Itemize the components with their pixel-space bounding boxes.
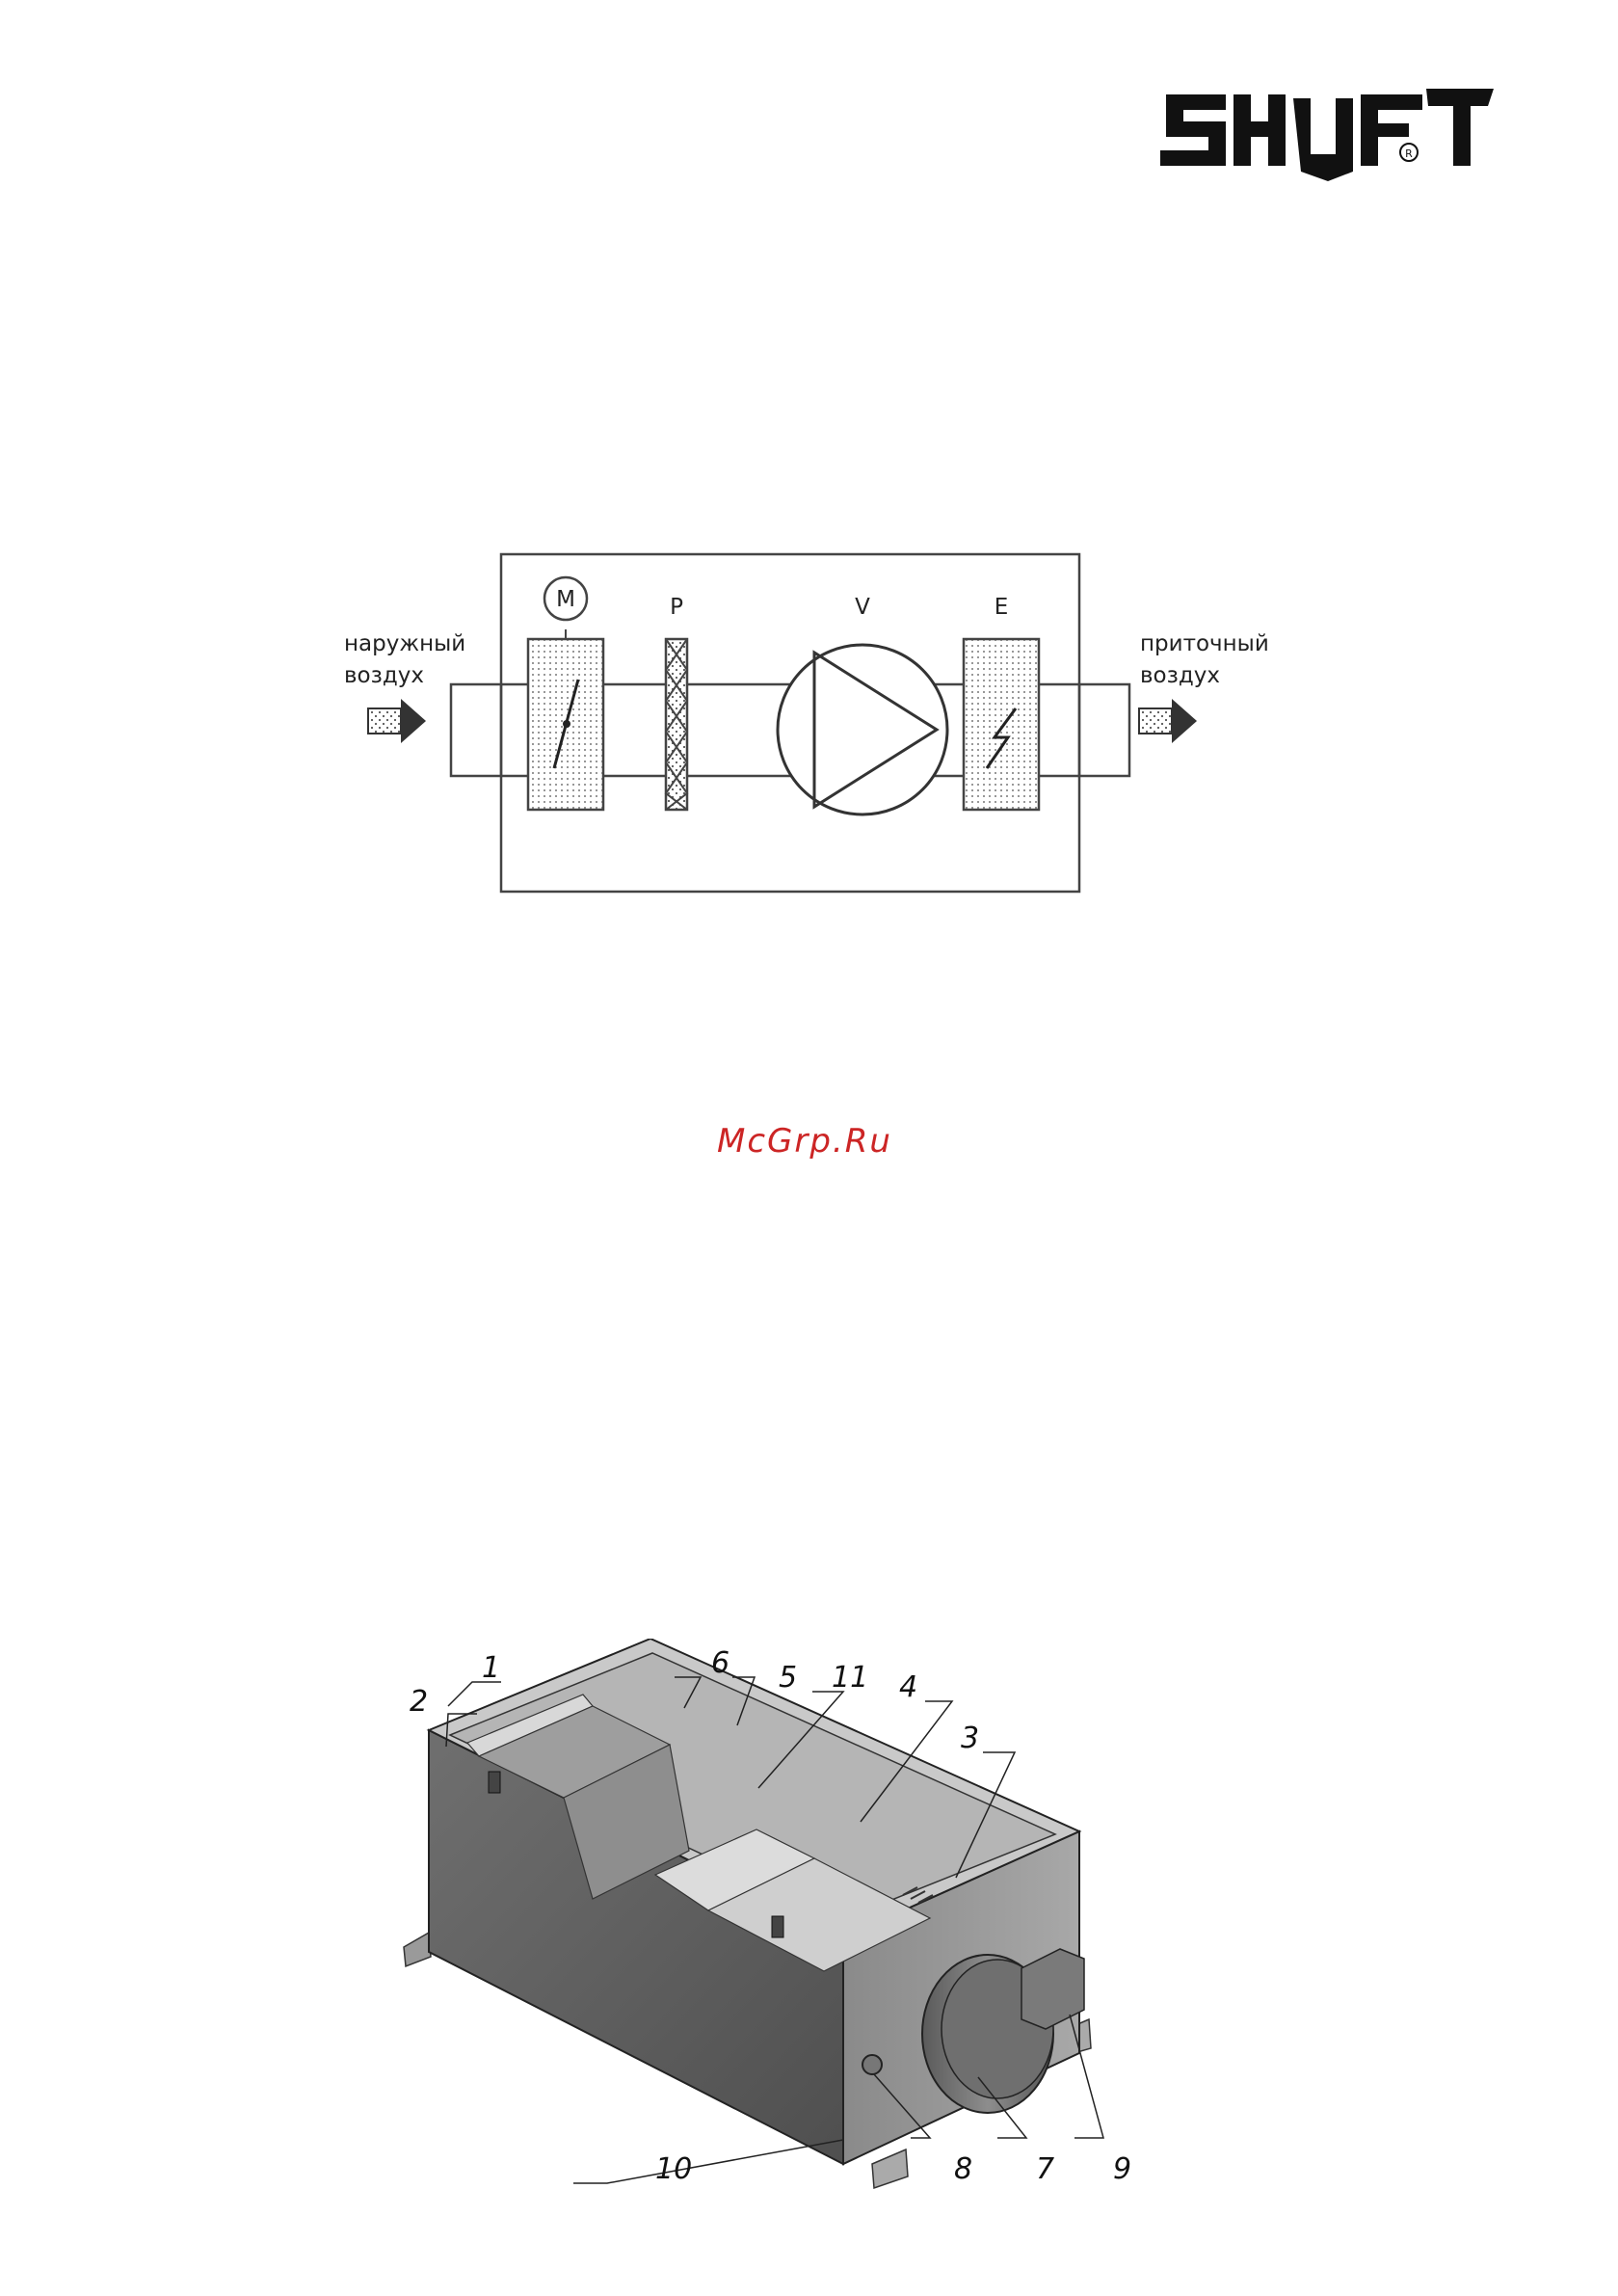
svg-text:R: R bbox=[1405, 147, 1413, 160]
shuft-logo: R bbox=[1156, 77, 1503, 183]
ventilation-schematic: M P V E bbox=[328, 545, 1291, 930]
callout-6: 6 bbox=[711, 1646, 729, 1680]
inlet-arrow-icon bbox=[368, 699, 426, 743]
callout-8: 8 bbox=[954, 2152, 972, 2186]
inlet-duct bbox=[451, 684, 501, 776]
callout-5: 5 bbox=[779, 1661, 797, 1695]
filter-label: P bbox=[670, 595, 683, 620]
fan-icon bbox=[778, 645, 947, 814]
outlet-duct bbox=[1079, 684, 1129, 776]
unit-isometric-drawing: 1 2 3 4 5 6 7 8 9 10 11 bbox=[390, 1639, 1180, 2198]
fan-label: V bbox=[855, 595, 870, 620]
callout-11: 11 bbox=[832, 1661, 868, 1695]
inlet-label-line1: наружный bbox=[344, 628, 465, 660]
unit-cable-gland bbox=[862, 2055, 882, 2074]
callout-9: 9 bbox=[1113, 2152, 1131, 2186]
callout-4: 4 bbox=[899, 1670, 917, 1704]
callout-2: 2 bbox=[410, 1685, 428, 1719]
outlet-arrow-icon bbox=[1139, 699, 1197, 743]
callout-1: 1 bbox=[482, 1651, 500, 1685]
callout-10: 10 bbox=[655, 2152, 692, 2186]
heater-label: E bbox=[995, 595, 1009, 620]
inlet-label-line2: воздух bbox=[344, 660, 465, 692]
motor-label: M bbox=[556, 587, 575, 612]
inlet-label: наружный воздух bbox=[344, 628, 465, 692]
callout-3: 3 bbox=[961, 1722, 979, 1755]
heater-block bbox=[964, 639, 1039, 810]
watermark: McGrp.Ru bbox=[717, 1122, 892, 1161]
outlet-label-line1: приточный bbox=[1140, 628, 1269, 660]
callout-7: 7 bbox=[1036, 2152, 1054, 2186]
outlet-label-line2: воздух bbox=[1140, 660, 1269, 692]
outlet-label: приточный воздух bbox=[1140, 628, 1269, 692]
